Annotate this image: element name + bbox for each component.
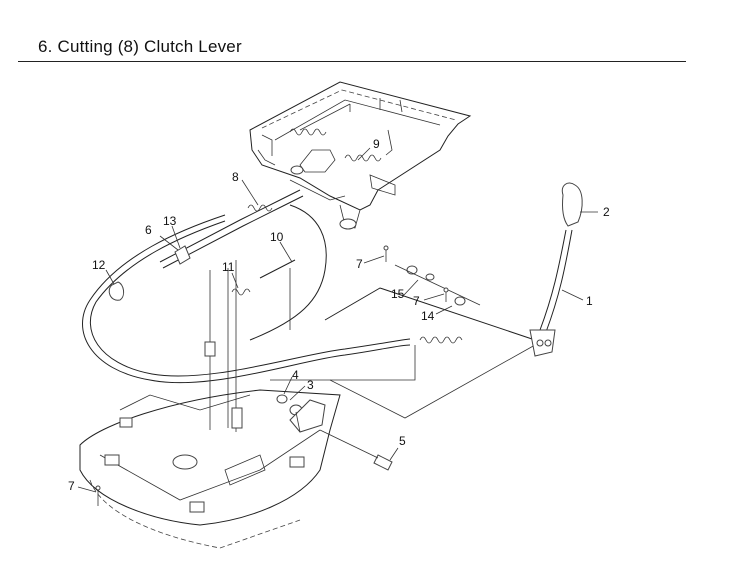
title-divider <box>18 61 686 62</box>
clutch-lever <box>529 182 583 357</box>
lower-frame <box>79 341 341 549</box>
callout-7-upper: 7 <box>356 257 363 271</box>
page-title: 6. Cutting (8) Clutch Lever <box>38 37 242 56</box>
callout-10: 10 <box>270 230 284 244</box>
callout-2: 2 <box>603 205 610 219</box>
callout-4: 4 <box>292 368 299 382</box>
callout-12: 12 <box>92 258 106 272</box>
callout-5: 5 <box>399 434 406 448</box>
callout-3: 3 <box>307 378 314 392</box>
small-parts <box>95 245 481 506</box>
callout-9: 9 <box>373 137 380 151</box>
callout-6: 6 <box>145 223 152 237</box>
callout-15: 15 <box>391 287 405 301</box>
callout-labels: 1 2 3 4 5 6 7 7 7 8 9 10 11 12 13 14 15 <box>68 137 610 493</box>
callout-7-lower: 7 <box>68 479 75 493</box>
callout-1: 1 <box>586 294 593 308</box>
leader-lines <box>77 147 598 493</box>
callout-13: 13 <box>163 214 177 228</box>
callout-11: 11 <box>222 260 235 274</box>
upper-frame <box>249 81 472 230</box>
callout-14: 14 <box>421 309 435 323</box>
callout-7-middle: 7 <box>413 294 420 308</box>
callout-8: 8 <box>232 170 239 184</box>
